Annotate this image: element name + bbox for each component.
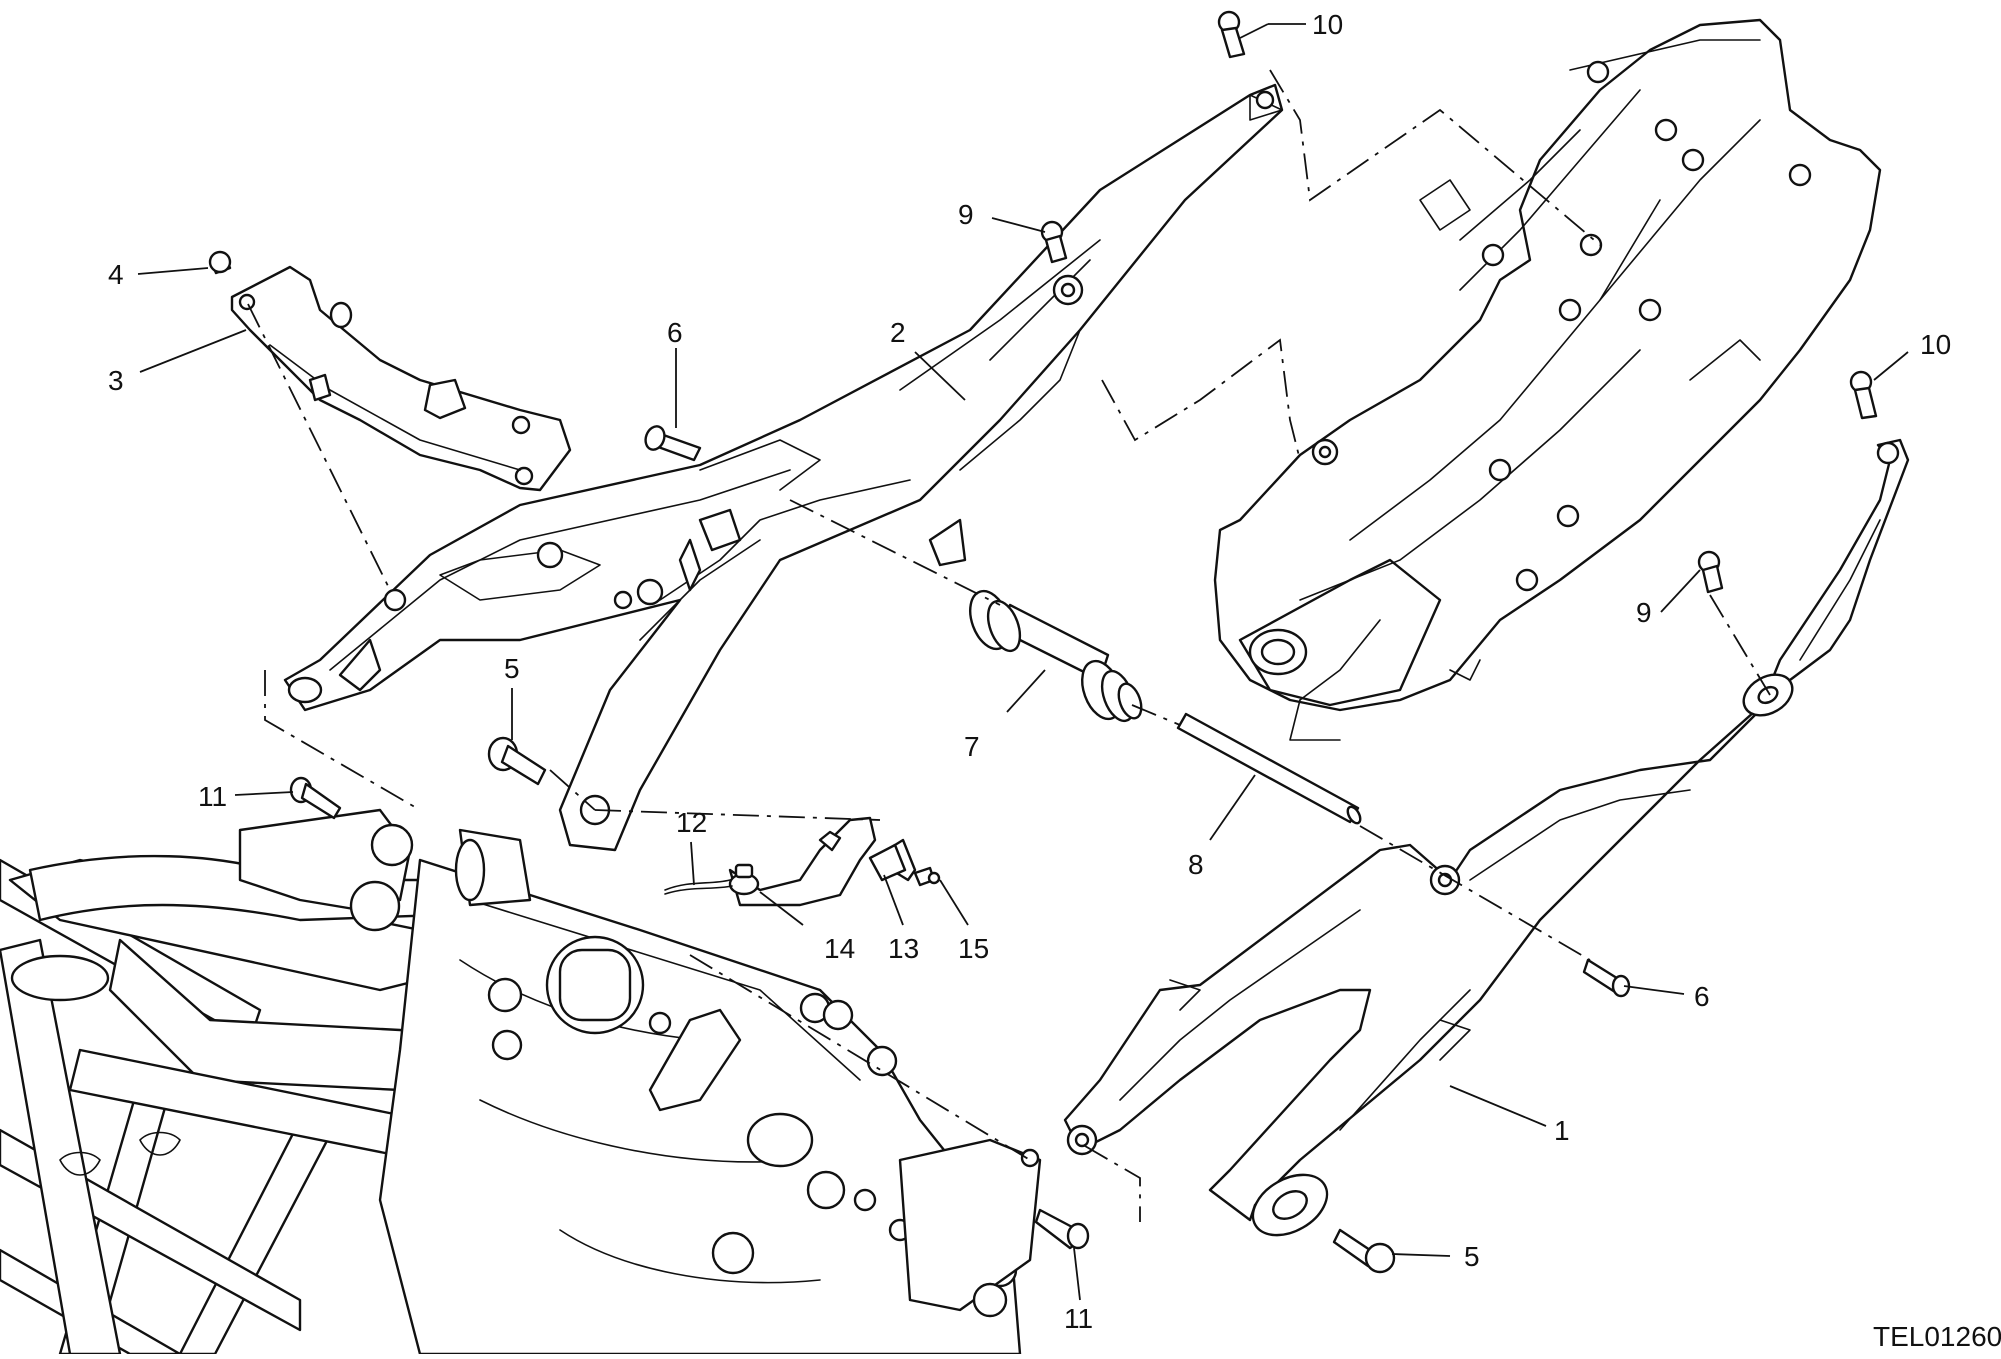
callout-9-right: 9 — [1636, 597, 1652, 628]
callout-15: 15 — [958, 933, 989, 964]
callout-leaders — [137, 23, 1909, 1301]
rear-mudguard-assembly — [1213, 18, 1882, 741]
callout-11-bottom: 11 — [1064, 1303, 1093, 1334]
callout-6-left: 6 — [667, 317, 683, 348]
screw-6-right — [1582, 958, 1631, 998]
screw-9-right — [1697, 550, 1724, 594]
callout-11-left: 11 — [198, 781, 227, 812]
screw-10-left — [1217, 10, 1246, 59]
screw-11-bottom — [1034, 1208, 1090, 1250]
fasteners — [208, 10, 1878, 1274]
main-frame-and-engine — [0, 808, 1042, 1356]
part-7-spacer-bush — [969, 589, 1143, 723]
screw-10-right — [1849, 370, 1878, 420]
callout-2: 2 — [890, 317, 906, 348]
part-3-bracket — [230, 265, 572, 492]
callout-5-bottom: 5 — [1464, 1241, 1480, 1272]
drawing-code: TEL01260 — [1873, 1321, 2001, 1352]
callout-1: 1 — [1554, 1115, 1570, 1146]
bolt-5-left — [487, 736, 547, 786]
callout-10-right: 10 — [1920, 329, 1951, 360]
part-1-right-subframe — [1063, 438, 1910, 1237]
callout-12: 12 — [676, 807, 707, 838]
parts-12-15-sensor-assembly — [664, 816, 941, 907]
callout-9-left: 9 — [958, 199, 974, 230]
callout-6-right: 6 — [1694, 981, 1710, 1012]
callout-8: 8 — [1188, 849, 1204, 880]
callout-3: 3 — [108, 365, 124, 396]
callout-5-left: 5 — [504, 653, 520, 684]
part-2-left-subframe — [283, 83, 1284, 852]
callout-4: 4 — [108, 259, 124, 290]
screw-4 — [208, 250, 232, 275]
screw-11-left — [289, 776, 342, 820]
bolt-5-bottom — [1332, 1228, 1396, 1274]
callout-13: 13 — [888, 933, 919, 964]
callout-14: 14 — [824, 933, 855, 964]
part-8-shaft — [1176, 712, 1362, 825]
callout-10-left: 10 — [1312, 9, 1343, 40]
center-lines — [247, 69, 1771, 1222]
screw-6-left — [644, 425, 702, 462]
callout-labels: 10 9 4 3 2 6 5 11 7 8 12 14 13 15 10 9 6… — [108, 9, 1951, 1334]
callout-7: 7 — [964, 731, 980, 762]
